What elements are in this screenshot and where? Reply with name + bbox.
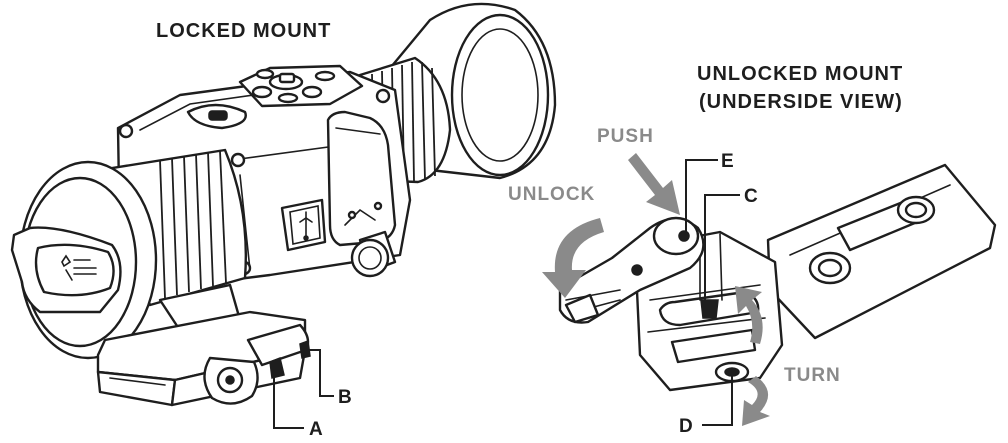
turn-arrow [735, 286, 770, 426]
usb-port [280, 198, 327, 252]
heading-locked-mount: LOCKED MOUNT [156, 20, 331, 42]
locked-scope-illustration [10, 2, 557, 407]
leader-b [304, 349, 334, 397]
brand-logo-icon [61, 254, 97, 281]
leader-d [702, 372, 733, 426]
heading-unlocked-mount: UNLOCKED MOUNT [697, 63, 903, 85]
unlocked-mount-illustration [558, 163, 997, 392]
push-arrow [628, 153, 680, 215]
label-push: PUSH [597, 126, 654, 147]
leader-a [273, 372, 304, 429]
callout-c: C [744, 186, 758, 207]
leader-e [685, 159, 718, 232]
leader-lines [273, 159, 740, 429]
leader-c [704, 194, 740, 310]
battery-clip [326, 110, 397, 247]
usb-icon [299, 211, 313, 241]
callout-e: E [721, 151, 734, 172]
unlocked-lever [558, 216, 705, 324]
side-knob [350, 230, 397, 278]
heading-underside-view: (UNDERSIDE VIEW) [699, 91, 903, 113]
unlock-arrow [542, 218, 604, 298]
callout-d: D [679, 416, 693, 437]
locked-mount-base [96, 283, 311, 407]
rail-bar [766, 163, 997, 340]
label-unlock: UNLOCK [508, 184, 595, 205]
lens-cap [10, 226, 122, 314]
label-turn: TURN [784, 365, 841, 386]
callout-b: B [338, 387, 352, 408]
top-buttons [186, 64, 364, 130]
callout-a: A [309, 419, 323, 440]
